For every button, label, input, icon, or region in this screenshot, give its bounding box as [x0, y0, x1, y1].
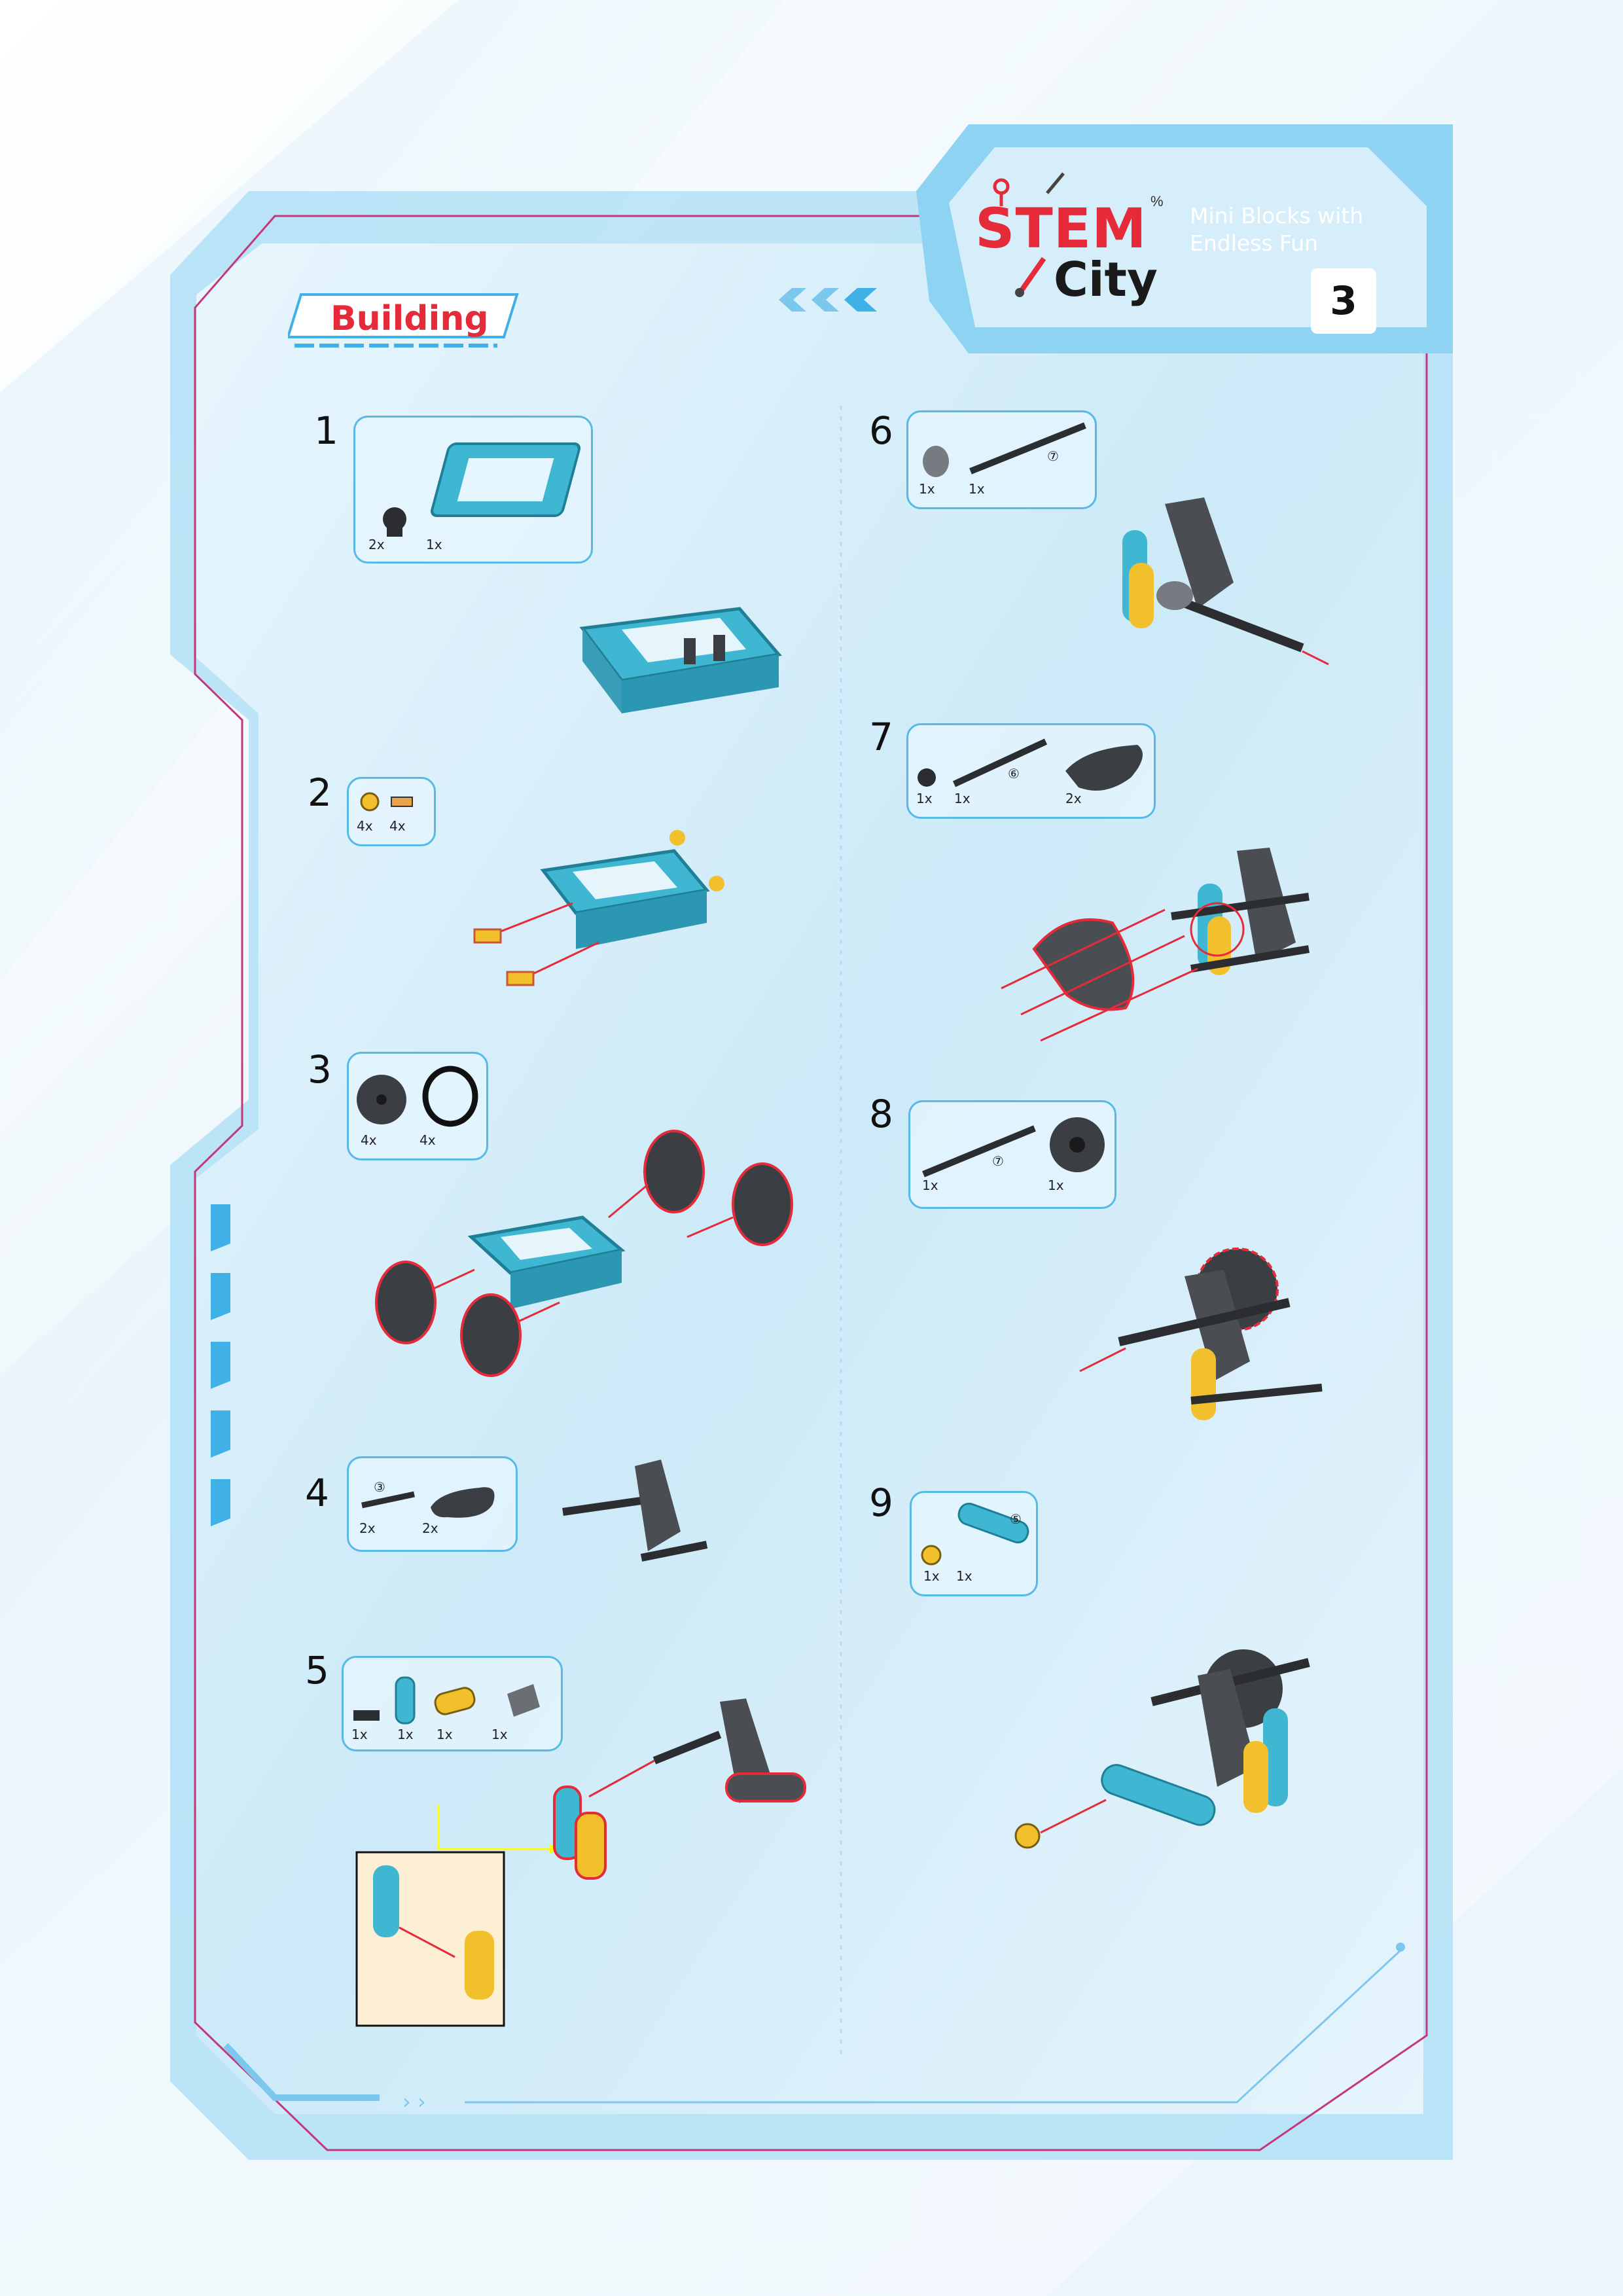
qty-label: 4x — [361, 1132, 377, 1148]
qty-label: 1x — [954, 791, 971, 806]
assembly-step6 — [1122, 497, 1329, 666]
parts-icons — [922, 1117, 1105, 1177]
step-number: 3 — [308, 1047, 332, 1092]
parts-box-step1: 2x 1x — [353, 416, 593, 564]
logo-robot-arm-icon — [993, 172, 1065, 297]
logo-sup: % — [1150, 193, 1164, 209]
parts-icons — [357, 1066, 478, 1127]
qty-label: 4x — [389, 818, 406, 834]
parts-icons — [923, 422, 1086, 477]
parts-box-step8: ⑦ 1x 1x — [908, 1100, 1116, 1209]
qty-label: 1x — [491, 1727, 508, 1742]
step-number: 5 — [305, 1648, 329, 1693]
step-number: 7 — [869, 715, 893, 759]
qty-label: 1x — [437, 1727, 453, 1742]
qty-label: 1x — [426, 537, 442, 552]
assembly-step5 — [355, 1698, 806, 2027]
parts-icons — [361, 1487, 495, 1518]
tagline-line1: Mini Blocks with — [1190, 203, 1364, 228]
qty-label: 1x — [1048, 1177, 1064, 1193]
brand-logo: STEM % City — [969, 167, 1185, 311]
parts-box-step2: 4x 4x — [347, 777, 436, 846]
frame-icon — [431, 442, 581, 517]
tagline-line2: Endless Fun — [1190, 230, 1319, 256]
qty-label: 1x — [956, 1568, 972, 1584]
qty-label: 4x — [419, 1132, 436, 1148]
logo-word-city: City — [1054, 252, 1158, 307]
parts-box-step9: ⑤ 1x 1x — [910, 1491, 1038, 1596]
step-number: 2 — [308, 770, 332, 815]
page-number-badge: 3 — [1311, 268, 1376, 334]
qty-label: 1x — [923, 1568, 940, 1584]
qty-label: 1x — [397, 1727, 414, 1742]
qty-label: 4x — [357, 818, 373, 834]
assembly-step9 — [1014, 1649, 1310, 1849]
parts-box-step3: 4x 4x — [347, 1052, 488, 1160]
step-number: 1 — [314, 408, 338, 453]
parts-box-step5: 1x 1x 1x 1x — [342, 1656, 563, 1751]
step-number: 9 — [869, 1480, 893, 1525]
qty-label: 2x — [368, 537, 385, 552]
step-number: 8 — [869, 1092, 893, 1136]
length-marker: ⑤ — [1010, 1511, 1022, 1527]
qty-label: 1x — [969, 481, 985, 497]
parts-box-step4: ③ 2x 2x — [347, 1456, 518, 1552]
bushing-icon — [383, 507, 406, 537]
length-marker: ③ — [374, 1479, 385, 1495]
page-number: 3 — [1330, 278, 1357, 324]
length-marker: ⑥ — [1008, 766, 1020, 781]
qty-label: 2x — [422, 1520, 438, 1536]
section-title: Building — [330, 299, 489, 338]
logo-word-stem: STEM — [975, 196, 1147, 260]
parts-icons — [921, 1502, 1029, 1566]
assembly-step1 — [579, 607, 782, 713]
step-number: 4 — [305, 1471, 329, 1515]
qty-label: 1x — [916, 791, 933, 806]
step-number: 6 — [869, 408, 893, 453]
assembly-step4 — [562, 1460, 708, 1562]
parts-icons — [360, 792, 413, 812]
section-title-bg — [288, 293, 519, 348]
assembly-step8 — [1079, 1247, 1323, 1420]
parts-icons — [918, 738, 1143, 791]
svg-text:› ›: › › — [402, 2089, 426, 2114]
qty-label: 2x — [359, 1520, 376, 1536]
length-marker: ⑦ — [992, 1153, 1004, 1169]
parts-box-step6: ⑦ 1x 1x — [906, 410, 1097, 509]
parts-icons — [353, 1676, 540, 1725]
parts-icons — [383, 442, 581, 537]
qty-label: 1x — [922, 1177, 938, 1193]
assembly-step2 — [473, 830, 724, 986]
qty-label: 1x — [919, 481, 935, 497]
assembly-step7 — [1001, 848, 1310, 1042]
parts-box-step7: ⑥ 1x 1x 2x — [906, 723, 1156, 819]
qty-label: 1x — [351, 1727, 368, 1742]
assembly-step3 — [375, 1130, 793, 1377]
length-marker: ⑦ — [1047, 448, 1059, 464]
qty-label: 2x — [1065, 791, 1082, 806]
